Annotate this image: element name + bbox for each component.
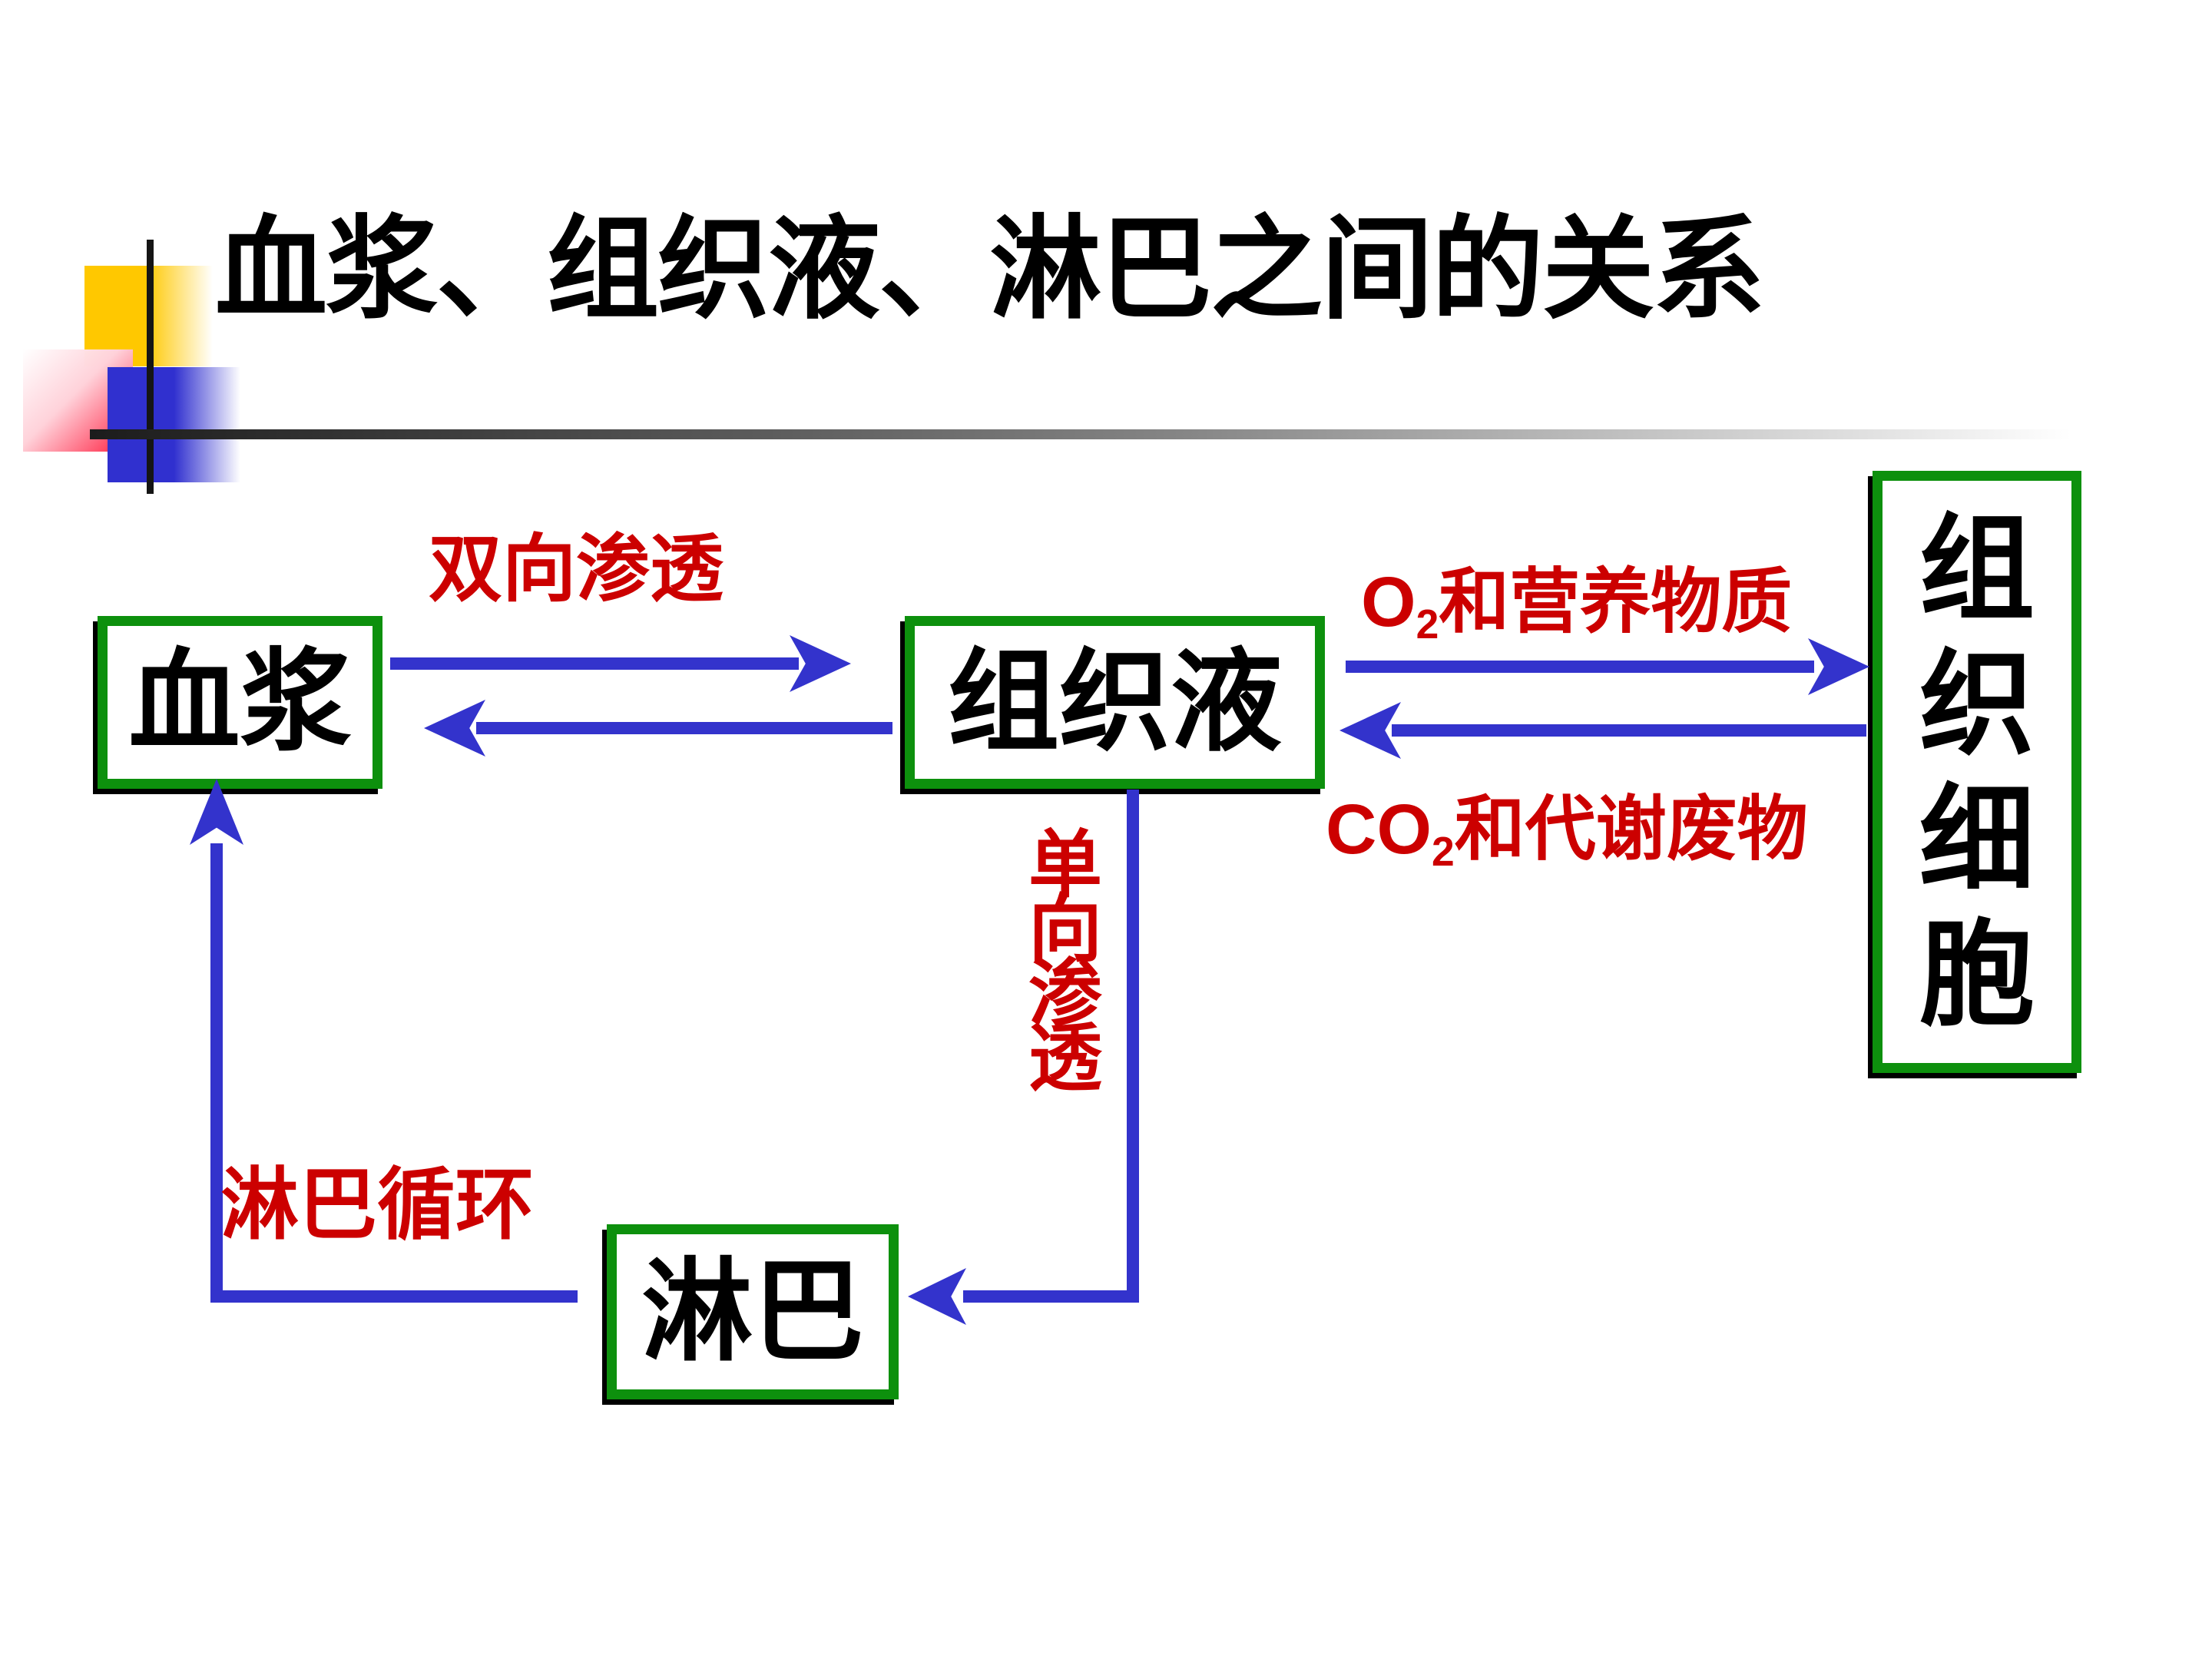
- edge-label-co2-subscript: 2: [1432, 830, 1455, 875]
- edge-label-o2-nutrients: O2和营养物质: [1361, 563, 1793, 647]
- edge-label-co2-rest: 和代谢废物: [1454, 790, 1808, 869]
- arrow-plasma-to-tissuefluid-shaft: [390, 657, 799, 670]
- edge-label-o2-subscript: 2: [1416, 602, 1439, 647]
- arrow-lymph-to-plasma-horizontal-shaft: [210, 1290, 578, 1303]
- edge-label-one-way-char-1: 单: [1028, 824, 1102, 906]
- node-tissue-cells-char-2: 织: [1919, 640, 2035, 769]
- node-tissue-cells-char-3: 细: [1919, 775, 2035, 904]
- arrow-tissuefluid-to-plasma-shaft: [476, 722, 892, 734]
- decor-vertical-line: [147, 240, 154, 494]
- arrow-tissuefluid-to-lymph-head-icon: [908, 1268, 966, 1325]
- edge-label-co2-prefix: CO: [1326, 790, 1432, 869]
- edge-label-one-way-char-3: 渗: [1028, 953, 1102, 1035]
- edge-label-o2-rest: 和营养物质: [1439, 563, 1793, 641]
- edge-label-o2-prefix: O: [1361, 563, 1416, 641]
- edge-label-one-way-osmosis: 单 向 渗 透: [1027, 824, 1104, 1100]
- node-lymph-box: 淋巴: [607, 1224, 899, 1399]
- arrow-tissuefluid-to-lymph-horizontal-shaft: [963, 1290, 1139, 1303]
- title-divider-line: [90, 429, 2071, 439]
- node-tissue-cells-char-4: 胞: [1919, 910, 2035, 1039]
- edge-label-two-way-osmosis: 双向渗透: [429, 528, 724, 611]
- arrow-tissuefluid-to-cells-shaft: [1346, 661, 1814, 673]
- arrow-cells-to-tissuefluid-shaft: [1392, 724, 1866, 737]
- node-tissue-cells-char-1: 组: [1919, 505, 2035, 634]
- node-lymph-label: 淋巴: [641, 1249, 864, 1374]
- edge-label-co2-waste: CO2和代谢废物: [1326, 790, 1808, 874]
- node-tissue-fluid-box: 组织液: [905, 616, 1325, 789]
- arrow-tissuefluid-to-cells-head-icon: [1808, 638, 1869, 695]
- node-plasma-box: 血浆: [98, 616, 382, 789]
- arrow-lymph-to-plasma-vertical-shaft: [210, 843, 223, 1303]
- edge-label-one-way-char-4: 透: [1028, 1018, 1102, 1100]
- node-tissue-cells-box: 组 织 细 胞: [1873, 471, 2081, 1073]
- slide-title: 血浆、组织液、淋巴之间的关系: [215, 207, 1765, 332]
- arrow-plasma-to-tissuefluid-head-icon: [790, 635, 851, 692]
- decor-blue-square: [108, 367, 240, 482]
- edge-label-one-way-char-2: 向: [1028, 889, 1102, 971]
- node-plasma-label: 血浆: [128, 640, 352, 764]
- arrow-tissuefluid-to-lymph-vertical-shaft: [1127, 790, 1139, 1303]
- edge-label-lymph-circulation: 淋巴循环: [220, 1161, 534, 1249]
- node-tissue-fluid-label: 组织液: [948, 640, 1282, 764]
